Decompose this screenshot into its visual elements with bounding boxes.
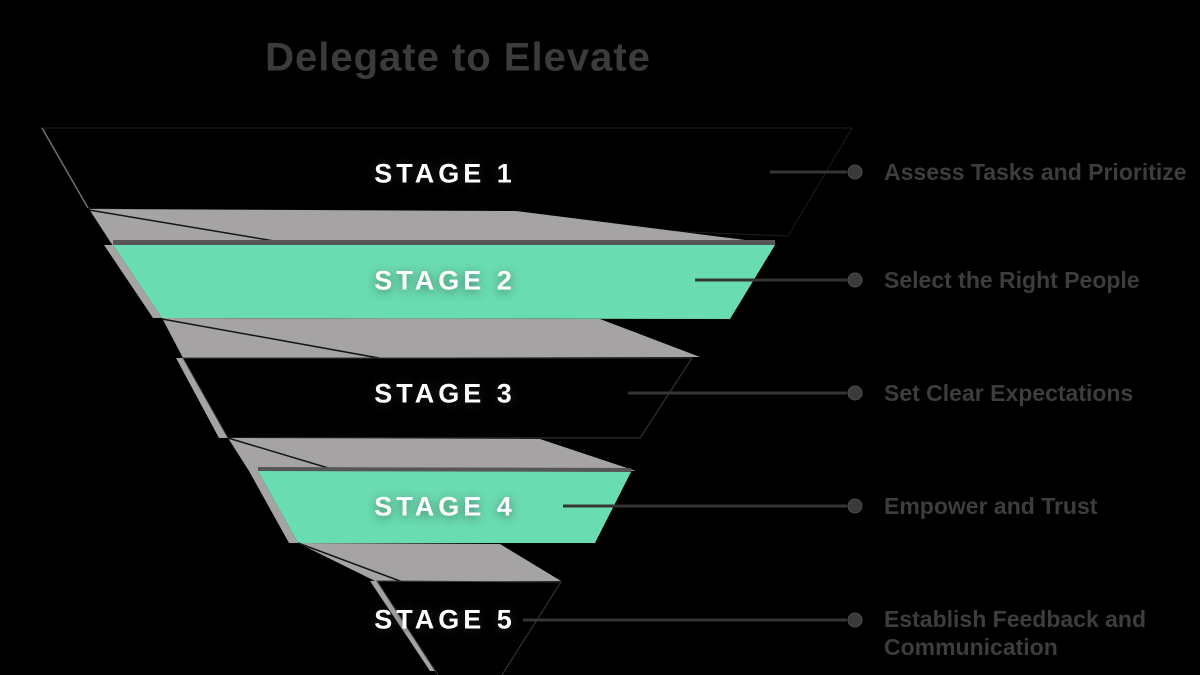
stage-5-label: STAGE 5	[374, 604, 516, 635]
funnel-fold-4	[298, 543, 561, 582]
stage-1-left-edge	[41, 127, 89, 209]
page-title: Delegate to Elevate	[265, 35, 651, 80]
stage-4-shape	[258, 471, 631, 543]
stage-5-shape	[376, 580, 562, 675]
stage-1-label: STAGE 1	[374, 158, 516, 189]
connector-dot-1	[847, 164, 863, 180]
stage-4-label: STAGE 4	[374, 491, 516, 522]
funnel-fold-1	[89, 209, 777, 246]
connector-dot-3	[847, 385, 863, 401]
stage-4-description: Empower and Trust	[884, 493, 1098, 519]
stage-2-description: Select the Right People	[884, 267, 1140, 293]
funnel-fold-2	[162, 318, 700, 358]
stage-2-side	[104, 245, 162, 318]
connector-dot-2	[847, 272, 863, 288]
stage-2-shape	[113, 245, 775, 319]
connector-dot-5	[847, 612, 863, 628]
stage-2-top-strip	[113, 240, 775, 245]
stage-2-label: STAGE 2	[374, 265, 516, 296]
stage-3-label: STAGE 3	[374, 378, 516, 409]
stage-4-side	[249, 471, 298, 543]
stage-4-top-strip	[258, 467, 631, 472]
fold-seam-2	[161, 318, 391, 361]
stage-1-description: Assess Tasks and Prioritize	[884, 159, 1187, 185]
stage-5-description: Establish Feedback and Communication	[884, 606, 1147, 660]
fold-seam-3	[227, 437, 346, 474]
connector-dot-4	[847, 498, 863, 514]
stage-3-description: Set Clear Expectations	[884, 380, 1134, 406]
stage-3-shape	[182, 357, 693, 439]
funnel-fold-3	[228, 438, 636, 471]
stage-3-side	[176, 358, 228, 438]
fold-seam-4	[297, 542, 409, 585]
